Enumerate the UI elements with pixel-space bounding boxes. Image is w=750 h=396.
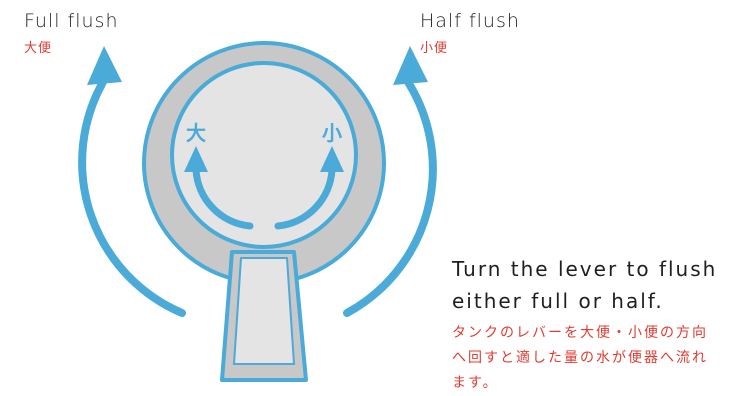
dial-large-char: 大 <box>186 121 206 145</box>
inner-half-arrow <box>274 146 344 230</box>
instruction-jp-line3: ます。 <box>452 375 499 391</box>
dial-small-char: 小 <box>322 121 342 145</box>
full-flush-arrow <box>78 46 186 317</box>
inner-full-arrow <box>184 146 254 230</box>
half-flush-arrow <box>343 46 437 317</box>
instruction-jp-line2: へ回すと適した量の水が便器へ流れ <box>452 350 708 366</box>
full-flush-label: Full flush <box>24 10 119 32</box>
instruction-jp-line1: タンクのレバーを大便・小便の方向 <box>452 325 708 341</box>
lever-handle <box>220 250 308 382</box>
half-flush-label: Half flush <box>420 10 520 32</box>
instruction-en-line1: Turn the lever to flush <box>452 257 718 281</box>
half-flush-jp-label: 小便 <box>420 41 449 56</box>
instruction-en-line2: either full or half. <box>452 289 664 313</box>
full-flush-jp-label: 大便 <box>24 41 53 56</box>
lever-knob <box>142 41 386 285</box>
